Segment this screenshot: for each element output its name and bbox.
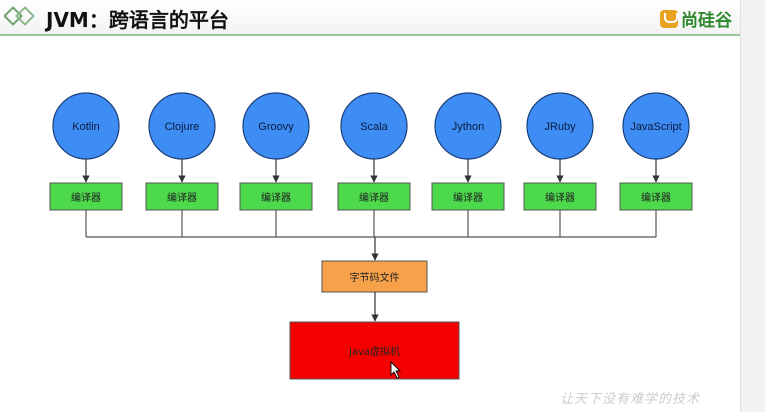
- compiler-box: [337, 182, 411, 211]
- language-node: Kotlin 编译器: [49, 92, 123, 237]
- bytecode-label: 字节码文件: [350, 271, 400, 284]
- jvm-label: Java虚拟机: [348, 345, 400, 358]
- brand-mark-icon: [660, 9, 678, 28]
- page-title: JVM：跨语言的平台: [46, 8, 229, 32]
- language-node: Clojure 编译器: [145, 92, 219, 237]
- language-label: JRuby: [544, 121, 576, 133]
- compiler-label: 编译器: [545, 191, 575, 204]
- compiler-box: [239, 182, 313, 211]
- compiler-box: [145, 182, 219, 211]
- language-node: Groovy 编译器: [239, 92, 313, 237]
- compiler-label: 编译器: [261, 191, 291, 204]
- side-scrollbar[interactable]: [740, 0, 765, 412]
- compiler-box: [523, 182, 597, 211]
- compiler-box: [619, 182, 693, 211]
- brand-name: 尚硅谷: [681, 11, 732, 31]
- compiler-label: 编译器: [641, 191, 671, 204]
- language-label: Jython: [452, 121, 484, 133]
- language-label: JavaScript: [630, 121, 681, 133]
- compiler-label: 编译器: [453, 191, 483, 204]
- language-node: Scala 编译器: [337, 92, 411, 237]
- diamond-logo-icon: [4, 6, 35, 26]
- mouse-cursor-icon: [390, 360, 402, 379]
- language-label: Groovy: [258, 121, 294, 133]
- header-bar: JVM：跨语言的平台 尚硅谷: [0, 0, 740, 36]
- compiler-label: 编译器: [71, 191, 101, 204]
- watermark-text: 让天下没有难学的技术: [560, 392, 701, 407]
- compiler-label: 编译器: [167, 191, 197, 204]
- language-node: JRuby 编译器: [523, 92, 597, 237]
- language-label: Kotlin: [72, 121, 100, 133]
- jvm-box: [289, 321, 460, 380]
- compiler-label: 编译器: [359, 191, 389, 204]
- bytecode-box: [321, 260, 428, 293]
- language-node: JavaScript 编译器: [619, 92, 693, 237]
- bottom-flow: 字节码文件 Java虚拟机: [86, 236, 656, 380]
- language-node: Jython 编译器: [431, 92, 505, 237]
- language-label: Clojure: [165, 121, 200, 133]
- brand-logo: 尚硅谷: [660, 6, 732, 31]
- compiler-box: [431, 182, 505, 211]
- language-label: Scala: [360, 121, 388, 133]
